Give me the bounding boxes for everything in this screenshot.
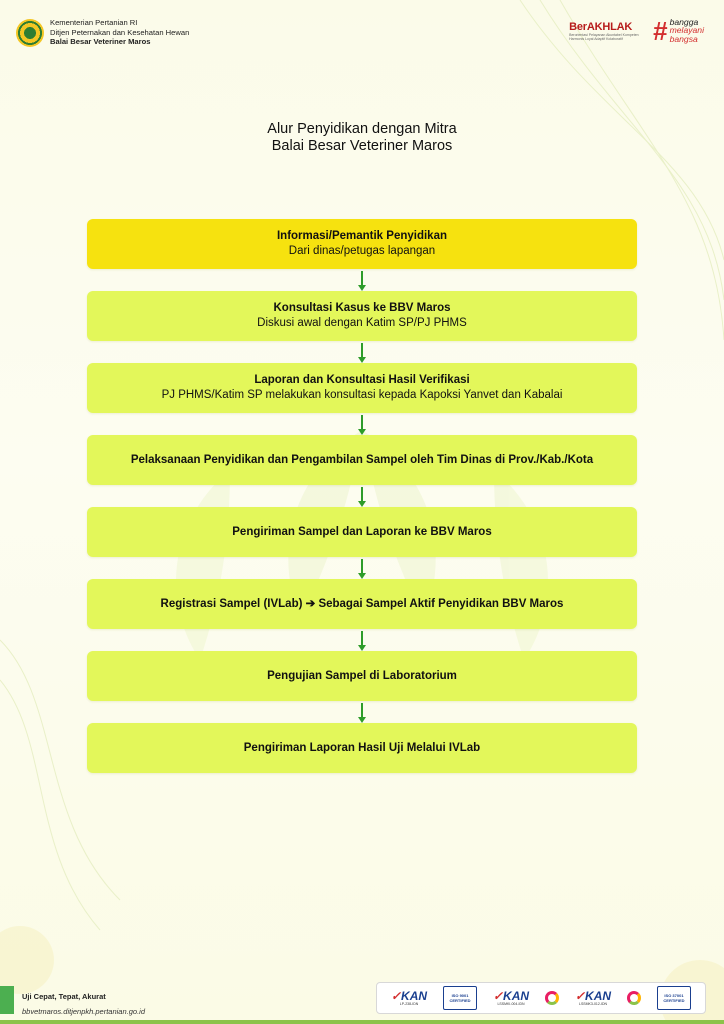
flow-arrow-5 xyxy=(358,559,366,579)
bangsa-word: bangsa xyxy=(669,33,698,44)
step-subtitle: PJ PHMS/Katim SP melakukan konsultasi ke… xyxy=(161,389,563,401)
step-title: Informasi/Pemantik Penyidikan xyxy=(276,230,447,242)
flow-step-3: Laporan dan Konsultasi Hasil Verifikasi … xyxy=(87,363,637,413)
header-branding: BerAKHLAK Berorientasi Pelayanan Akuntab… xyxy=(569,15,704,46)
step-title: Registrasi Sampel (IVLab) ➔ Sebagai Samp… xyxy=(160,597,564,610)
flow-arrow-2 xyxy=(358,343,366,363)
flow-arrow-3 xyxy=(358,415,366,435)
iso-label: ISO 9001 xyxy=(451,993,469,998)
kan-icon: ✓KAN xyxy=(492,989,530,1003)
header-organization: Kementerian Pertanian RI Ditjen Peternak… xyxy=(16,18,189,47)
certification-swirl-icon xyxy=(545,991,560,1005)
hashtag-icon: # xyxy=(653,15,668,46)
flow-step-1: Informasi/Pemantik Penyidikan Dari dinas… xyxy=(87,219,637,269)
kan-code: LP-238-IDN xyxy=(399,1002,419,1006)
footer-accent-bar xyxy=(0,986,14,1014)
melayani-word: melayani xyxy=(669,25,704,36)
bottom-accent-line xyxy=(0,1020,724,1024)
flow-step-7: Pengujian Sampel di Laboratorium xyxy=(87,651,637,701)
flow-step-4: Pelaksanaan Penyidikan dan Pengambilan S… xyxy=(87,435,637,485)
flow-step-5: Pengiriman Sampel dan Laporan ke BBV Mar… xyxy=(87,507,637,557)
bangga-word: bangga xyxy=(669,17,699,27)
org-line-1: Kementerian Pertanian RI xyxy=(50,18,138,27)
footer-website-link[interactable]: bbvetmaros.ditjenpkh.pertanian.go.id xyxy=(22,1007,145,1016)
step-title: Pelaksanaan Penyidikan dan Pengambilan S… xyxy=(130,453,594,466)
kan-code: LSSMKI-004-IDN xyxy=(497,1002,525,1006)
flow-arrow-1 xyxy=(358,271,366,291)
footer-tagline: Uji Cepat, Tepat, Akurat xyxy=(22,992,106,1001)
bangga-melayani-bangsa: bangga melayani bangsa xyxy=(669,17,704,44)
flow-step-8: Pengiriman Laporan Hasil Uji Melalui IVL… xyxy=(87,723,637,773)
kan-icon: ✓KAN xyxy=(390,989,428,1003)
kementan-logo-icon xyxy=(16,19,44,47)
kan-code: LSSMK3-012-IDN xyxy=(579,1002,608,1006)
flow-arrow-6 xyxy=(358,631,366,651)
kan-icon: ✓KAN xyxy=(574,989,612,1003)
kan-logo-3: ✓KAN LSSMK3-012-IDN xyxy=(575,990,611,1006)
iso-37001-badge: ISO 37001 CERTIFIED xyxy=(656,986,691,1010)
iso-label: ISO 37001 xyxy=(664,993,684,998)
bangga-melayani-logo: # bangga melayani bangsa xyxy=(653,15,704,46)
org-line-2: Ditjen Peternakan dan Kesehatan Hewan xyxy=(50,27,190,37)
step-title: Pengiriman Laporan Hasil Uji Melalui IVL… xyxy=(243,741,481,754)
flow-arrow-4 xyxy=(358,487,366,507)
certification-logos: ✓KAN LP-238-IDN ISO 9001 CERTIFIED ✓KAN … xyxy=(376,982,706,1014)
berakhlak-tagline: Berorientasi Pelayanan Akuntabel Kompete… xyxy=(569,32,639,41)
footer-info: Uji Cepat, Tepat, Akurat bbvetmaros.ditj… xyxy=(22,992,145,1016)
step-title: Pengiriman Sampel dan Laporan ke BBV Mar… xyxy=(232,525,492,538)
certification-swirl-icon xyxy=(627,991,642,1005)
step-subtitle: Dari dinas/petugas lapangan xyxy=(288,245,436,257)
kan-logo-1: ✓KAN LP-238-IDN xyxy=(391,990,427,1006)
title-line-2: Balai Besar Veteriner Maros xyxy=(271,138,453,154)
title-line-1: Alur Penyidikan dengan Mitra xyxy=(267,121,457,137)
kan-logo-2: ✓KAN LSSMKI-004-IDN xyxy=(493,990,529,1006)
berakhlak-logo: BerAKHLAK Berorientasi Pelayanan Akuntab… xyxy=(569,21,643,41)
berakhlak-name: BerAKHLAK xyxy=(569,20,633,33)
step-title: Pengujian Sampel di Laboratorium xyxy=(267,669,457,682)
step-title: Konsultasi Kasus ke BBV Maros xyxy=(273,302,451,314)
page-title: Alur Penyidikan dengan Mitra Balai Besar… xyxy=(0,121,724,155)
organization-names: Kementerian Pertanian RI Ditjen Peternak… xyxy=(50,18,189,47)
flow-arrow-7 xyxy=(358,703,366,723)
iso-certified: CERTIFIED xyxy=(449,998,471,1003)
flow-step-2: Konsultasi Kasus ke BBV Maros Diskusi aw… xyxy=(87,291,637,341)
step-title: Laporan dan Konsultasi Hasil Verifikasi xyxy=(254,374,470,386)
iso-9001-badge: ISO 9001 CERTIFIED xyxy=(443,986,478,1010)
iso-certified: CERTIFIED xyxy=(663,998,685,1003)
step-subtitle: Diskusi awal dengan Katim SP/PJ PHMS xyxy=(257,317,467,329)
org-line-3: Balai Besar Veteriner Maros xyxy=(50,37,151,47)
flow-step-6: Registrasi Sampel (IVLab) ➔ Sebagai Samp… xyxy=(87,579,637,629)
